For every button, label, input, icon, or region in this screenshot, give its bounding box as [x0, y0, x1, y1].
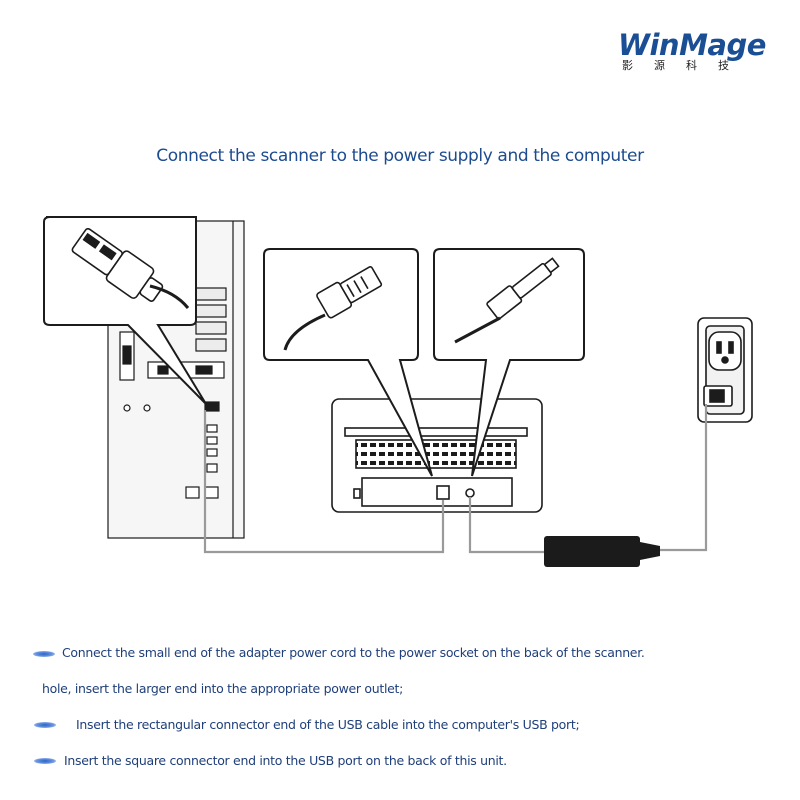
power-adapter-icon — [544, 536, 660, 567]
step-4: Insert the square connector end into the… — [64, 753, 507, 768]
usb-b-plug-icon — [283, 266, 383, 351]
bullet-icon — [33, 651, 55, 657]
dc-callout — [433, 248, 585, 477]
power-cable — [468, 404, 708, 554]
usb-a-plug-icon — [71, 227, 190, 309]
brand-logo: WinMage 影源科技 — [618, 28, 778, 72]
usb-a-callout — [43, 216, 207, 405]
step-2: hole, insert the larger end into the app… — [42, 681, 404, 696]
bullet-icon — [34, 758, 56, 764]
brand-name: WinMage — [618, 28, 766, 62]
brand-subtitle: 影源科技 — [622, 59, 750, 72]
diagram-title: Connect the scanner to the power supply … — [156, 146, 644, 166]
step-3: Insert the rectangular connector end of … — [76, 717, 580, 732]
usb-cable — [203, 410, 445, 554]
bullet-icon — [34, 722, 56, 728]
step-1: Connect the small end of the adapter pow… — [62, 645, 645, 660]
wall-outlet-icon — [697, 317, 753, 423]
usb-b-callout — [263, 248, 433, 477]
dc-power-plug-icon — [454, 257, 560, 344]
scanner — [331, 398, 543, 513]
